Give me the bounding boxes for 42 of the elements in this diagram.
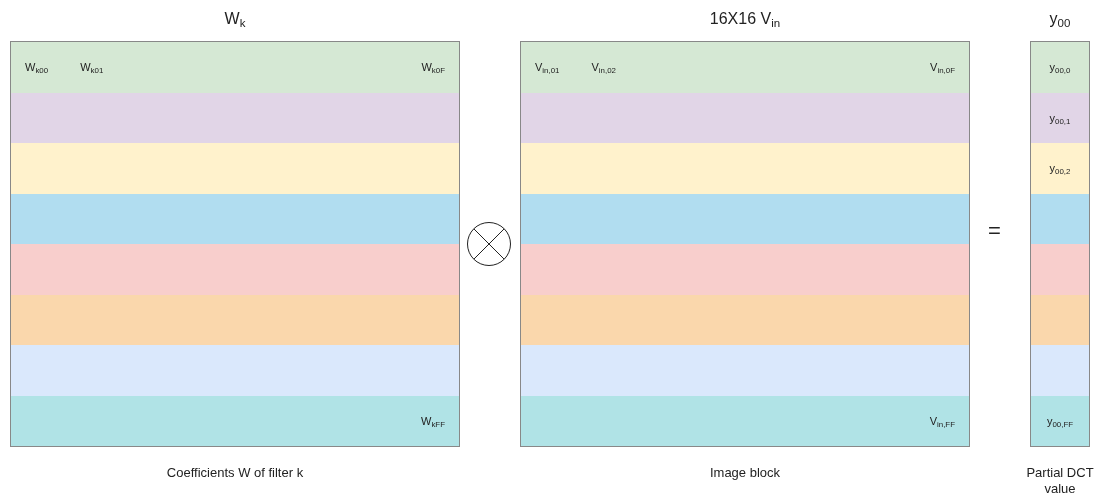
- matrix-row: [521, 193, 969, 244]
- element-label: V$_{in,FF}$: [929, 414, 955, 427]
- matrix-caption: Partial DCT value: [1025, 465, 1095, 497]
- element-label: y$_{00,0}$: [1049, 61, 1071, 74]
- element-label: y$_{00,FF}$: [1046, 414, 1074, 427]
- element-label: V$_{in,0F}$: [930, 61, 955, 74]
- matrix-caption: Coefficients W of filter k: [165, 465, 305, 481]
- matrix-row: [521, 395, 969, 446]
- matrix-title: W$_{k}$: [223, 10, 247, 28]
- matrix-row: [521, 92, 969, 143]
- element-label: y$_{00,2}$: [1049, 162, 1071, 175]
- matrix-row: [11, 143, 459, 194]
- matrix-row: [11, 193, 459, 244]
- matrix-row: [11, 92, 459, 143]
- matrix-row: [1031, 92, 1089, 143]
- element-label: W$_{k00}$: [25, 61, 49, 74]
- matrix-row: [521, 244, 969, 295]
- element-label: W$_{kFF}$: [421, 414, 445, 427]
- matrix-row: [521, 294, 969, 345]
- matrix-row: [1031, 345, 1089, 396]
- matrix-row: [11, 345, 459, 396]
- matrix-title: y$_{00}$: [1048, 10, 1072, 28]
- matrix-title: 16X16 V$_{in}$: [708, 10, 782, 28]
- matrix-row: [11, 395, 459, 446]
- matrix-row: [1031, 143, 1089, 194]
- matrix-row: [11, 294, 459, 345]
- matrix-row: [521, 345, 969, 396]
- element-label: W$_{k01}$: [80, 61, 104, 74]
- matrix-row: [521, 42, 969, 93]
- equals-sign: =: [988, 218, 1001, 244]
- matrix-row: [1031, 244, 1089, 295]
- matrix-row: [11, 244, 459, 295]
- matrix-row: [11, 42, 459, 93]
- element-label: y$_{00,1}$: [1049, 111, 1071, 124]
- matrix-row: [1031, 294, 1089, 345]
- matrix-row: [521, 143, 969, 194]
- matrix-row: [1031, 193, 1089, 244]
- element-label: V$_{in,02}$: [591, 61, 616, 74]
- matrix-row: [1031, 42, 1089, 93]
- element-label: W$_{k0F}$: [421, 61, 445, 74]
- matrix-row: [1031, 395, 1089, 446]
- element-label: V$_{in,01}$: [535, 61, 560, 74]
